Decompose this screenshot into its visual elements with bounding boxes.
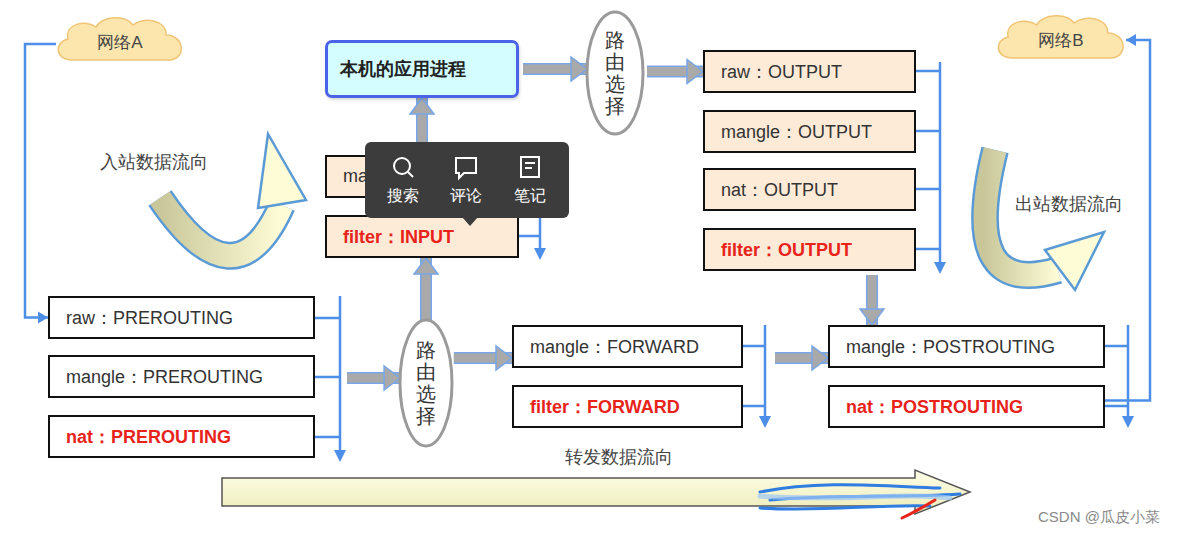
- arrow-head: [410, 98, 434, 114]
- flow-arrow: [647, 60, 703, 84]
- flow-arrow: [347, 366, 400, 390]
- chain-box: mangle：FORWARD: [512, 325, 743, 368]
- flow-line: [25, 44, 56, 324]
- node-label: mangle：FORWARD: [530, 335, 699, 359]
- popup-toolbar: 搜索 评论 笔记: [365, 142, 569, 218]
- node-label: mangle：OUTPUT: [721, 120, 872, 144]
- toolbar-label: 评论: [450, 186, 482, 207]
- chain-box: mangle：POSTROUTING: [828, 325, 1105, 368]
- note-icon: [521, 157, 539, 177]
- chain-box: mangle：PREROUTING: [48, 355, 315, 398]
- ellipse-shape: [587, 12, 643, 134]
- chain-box: raw：OUTPUT: [703, 50, 916, 93]
- flow-label: 出站数据流向: [1015, 192, 1123, 216]
- node-label: filter：FORWARD: [530, 395, 680, 419]
- flow-arrow: [860, 275, 884, 325]
- search-icon-handle: [408, 172, 413, 177]
- node-label: mangle：POSTROUTING: [846, 335, 1055, 359]
- process-box: 本机的应用进程: [325, 40, 519, 98]
- chain-box: nat：OUTPUT: [703, 168, 916, 211]
- node-label: nat：PREROUTING: [66, 425, 231, 449]
- node-label: 网络A: [50, 31, 190, 54]
- node-label: 路由选择: [605, 29, 625, 117]
- ellipse-shape: [400, 320, 452, 446]
- line: [1105, 40, 1150, 401]
- flow-arrow: [454, 346, 512, 370]
- flow-label: 转发数据流向: [565, 445, 673, 469]
- search-icon: [394, 158, 410, 174]
- line: [25, 44, 56, 318]
- outbound-curve-arrow: [985, 150, 1104, 290]
- chain-bracket: [315, 62, 1128, 452]
- flow-arrow: [523, 57, 587, 81]
- routing-ellipse: 路由选择: [585, 10, 645, 136]
- arrow-head: [496, 346, 512, 370]
- node-label: nat：POSTROUTING: [846, 395, 1023, 419]
- node-label: mangle：PREROUTING: [66, 365, 263, 389]
- flow-arrow: [414, 258, 438, 320]
- chain-box: filter：INPUT: [325, 215, 519, 258]
- chain-box: nat：PREROUTING: [48, 415, 315, 458]
- watermark: CSDN @瓜皮小菜: [1038, 508, 1160, 527]
- toolbar-pointer: [462, 217, 478, 226]
- routing-ellipse: 路由选择: [398, 318, 454, 448]
- arrow-head: [812, 346, 828, 370]
- node-label: filter：OUTPUT: [721, 238, 852, 262]
- chain-box: raw：PREROUTING: [48, 296, 315, 339]
- toolbar-label: 搜索: [387, 186, 419, 207]
- node-label: filter：INPUT: [343, 225, 454, 249]
- arrow-head: [1126, 34, 1136, 46]
- arrow-head: [384, 366, 400, 390]
- forward-band-arrow: [222, 470, 970, 514]
- node-label: 本机的应用进程: [340, 57, 466, 81]
- arrow-head: [571, 57, 587, 81]
- flow-label: 入站数据流向: [100, 150, 208, 174]
- scribble: [760, 485, 960, 518]
- arrow-head: [38, 312, 48, 324]
- node-label: nat：OUTPUT: [721, 178, 838, 202]
- chain-box: nat：POSTROUTING: [828, 385, 1105, 428]
- comment-icon: [456, 158, 476, 178]
- arrow-head: [414, 258, 438, 274]
- toolbar-label: 笔记: [514, 186, 546, 207]
- node-label: 路由选择: [416, 339, 436, 427]
- node-label: raw：OUTPUT: [721, 60, 842, 84]
- chain-box: filter：OUTPUT: [703, 228, 916, 271]
- arrow-head: [687, 60, 703, 84]
- arrow-head: [860, 309, 884, 325]
- node-label: 网络B: [990, 29, 1132, 52]
- flow-line: [1105, 34, 1150, 401]
- node-label: raw：PREROUTING: [66, 306, 233, 330]
- network-cloud: 网络A: [50, 12, 190, 68]
- chain-box: filter：FORWARD: [512, 385, 743, 428]
- chain-box: mangle：OUTPUT: [703, 110, 916, 153]
- network-cloud: 网络B: [990, 10, 1132, 66]
- flow-arrow: [775, 346, 828, 370]
